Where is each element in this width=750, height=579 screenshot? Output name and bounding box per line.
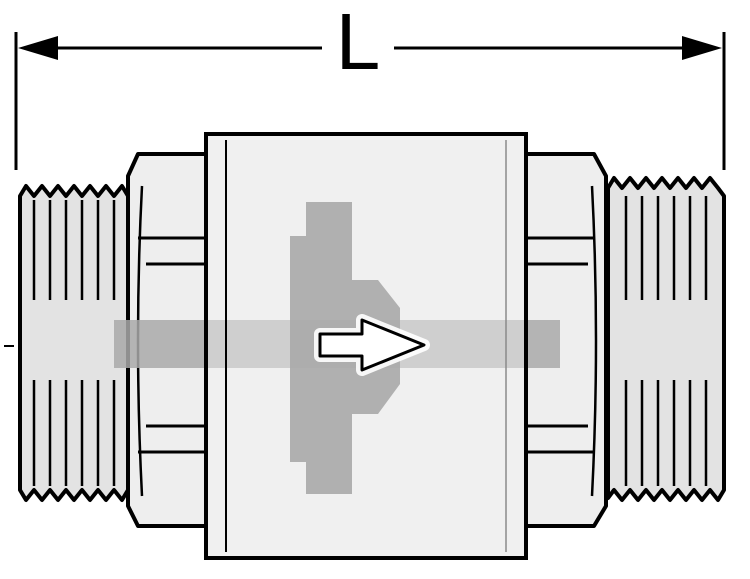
right-arrowhead [682,36,722,60]
flow-arrow-icon [314,314,430,376]
left-thread-lines [32,200,116,486]
right-threaded-end [606,176,726,502]
right-hex-curve [590,185,598,497]
right-thread-outline [606,176,726,502]
dimension-label-l: L [322,2,394,82]
dimension-line [14,32,726,170]
left-thread-outline [18,184,130,502]
right-thread-lines [624,196,708,486]
flow-arrow-shape [318,318,426,372]
left-threaded-end [18,184,130,502]
left-arrowhead [18,36,58,60]
